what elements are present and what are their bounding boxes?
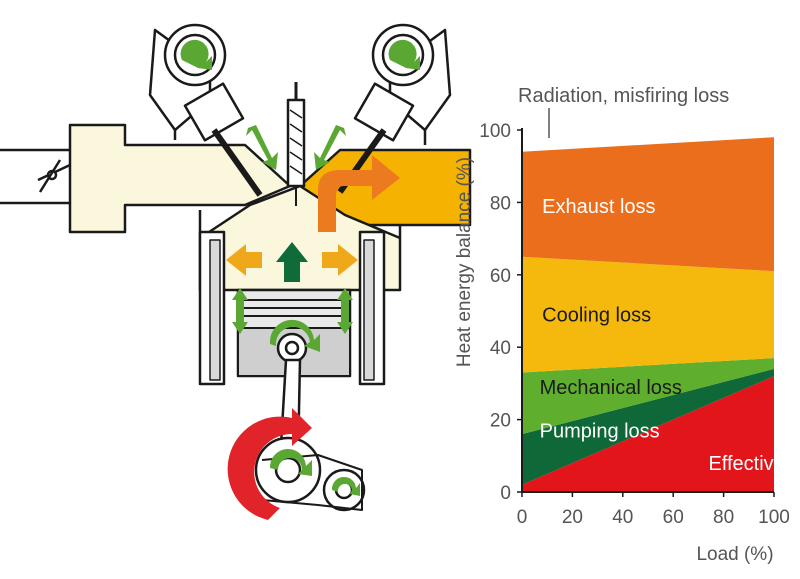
x-tick-label: 40 xyxy=(612,507,633,528)
x-tick-label: 80 xyxy=(713,507,734,528)
output-arrow xyxy=(276,242,308,282)
piston-friction-arrow-right xyxy=(337,288,353,334)
exhaust-valve-friction-arrow xyxy=(314,125,346,170)
top-annotation: Radiation, misfiring loss xyxy=(518,85,729,107)
intake-cam-rotation-arrow xyxy=(180,39,212,70)
x-axis-title: Load (%) xyxy=(696,544,773,565)
series-labels: Effective output Pumping loss Mechanical l… xyxy=(540,196,800,475)
cylinder-liner-right xyxy=(363,239,375,381)
engine-energy-arrows xyxy=(180,39,420,520)
series-label-mechanical-loss: Mechanical loss xyxy=(540,377,682,399)
crankshaft xyxy=(254,436,366,512)
x-tick-label: 100 xyxy=(758,507,790,528)
area-pumping-loss xyxy=(522,368,774,485)
crank-rotation-arrow-red xyxy=(227,408,312,520)
crank-rotation-arrow-green xyxy=(269,448,312,476)
area-cooling-loss xyxy=(522,256,774,373)
engine-cutaway-diagram xyxy=(0,23,472,512)
y-axis-title: Heat energy balance (%) xyxy=(454,157,475,367)
exhaust-flow-arrow xyxy=(318,155,400,232)
y-tick-label: 20 xyxy=(490,411,511,432)
intake-port xyxy=(68,123,292,234)
chart-ticks: 0 20 40 60 80 100 0 20 40 60 80 100 xyxy=(479,121,790,528)
y-tick-label: 0 xyxy=(500,483,511,504)
y-tick-label: 80 xyxy=(490,193,511,214)
area-mechanical-loss xyxy=(522,358,774,435)
cooling-arrow-right xyxy=(322,244,358,276)
series-label-pumping-loss: Pumping loss xyxy=(540,420,660,442)
cooling-arrow-left xyxy=(226,244,262,276)
chart-areas xyxy=(522,137,774,492)
area-effective-output xyxy=(522,376,774,492)
y-tick-label: 60 xyxy=(490,266,511,287)
exhaust-cam-rotation-arrow xyxy=(388,39,420,70)
area-exhaust-loss xyxy=(522,137,774,272)
series-label-cooling-loss: Cooling loss xyxy=(542,305,651,327)
chart-axes xyxy=(521,128,774,493)
x-tick-label: 0 xyxy=(517,507,528,528)
piston-friction-arrow-left xyxy=(232,288,248,334)
y-tick-label: 40 xyxy=(490,338,511,359)
series-label-effective-output: Effective output xyxy=(708,453,800,475)
cylinder-liner-left xyxy=(209,239,221,381)
x-tick-label: 20 xyxy=(562,507,583,528)
throttle-valve xyxy=(0,148,71,205)
heat-energy-balance-chart: Effective output Pumping loss Mechanical l… xyxy=(454,85,800,565)
series-label-exhaust-loss: Exhaust loss xyxy=(542,196,655,218)
x-tick-label: 60 xyxy=(663,507,684,528)
piston-pin-rotation-arrow xyxy=(269,319,320,352)
intake-valve-friction-arrow xyxy=(246,125,278,170)
y-tick-label: 100 xyxy=(479,121,511,142)
spark-plug xyxy=(286,82,306,206)
auxiliary-pulley-rotation-arrow xyxy=(331,476,360,496)
